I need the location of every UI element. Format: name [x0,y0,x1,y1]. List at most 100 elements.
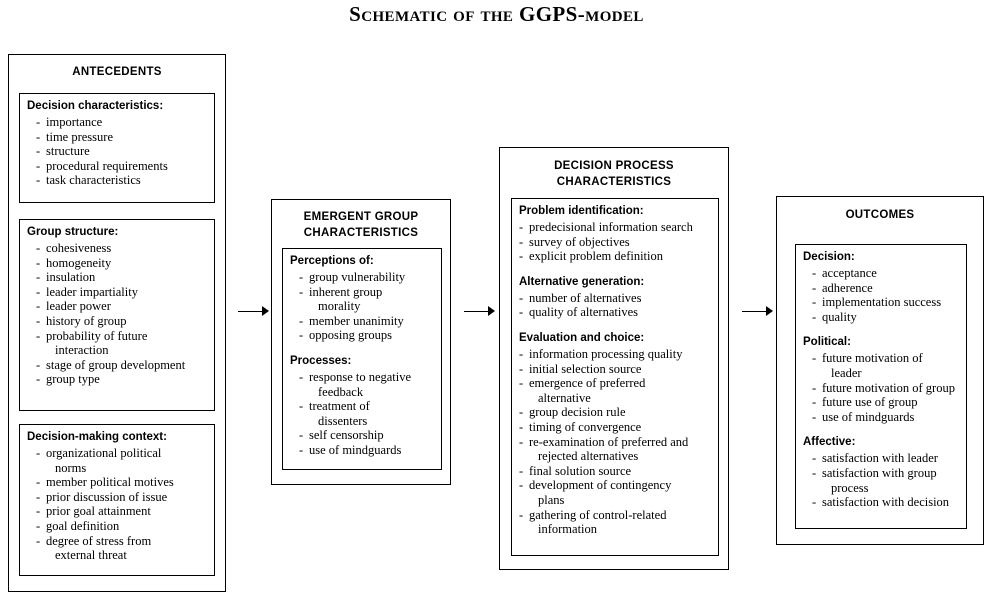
group-decision-characteristics: Decision characteristics: importancetime… [19,93,215,203]
arrow-process-to-outcomes [742,306,774,318]
list-item: member political motives [36,475,208,490]
list-item: implementation success [812,295,960,310]
list-item: explicit problem definition [519,249,712,264]
list-item: time pressure [36,130,208,145]
group-head-perceptions-of: Perceptions of: [290,255,374,267]
list-item: satisfaction with leader [812,451,960,466]
list-item: self censorship [299,428,435,443]
group-group-structure: Group structure: cohesivenesshomogeneity… [19,219,215,411]
list-political-outcomes: future motivation ofleaderfuture motivat… [803,351,960,424]
list-item: survey of objectives [519,235,712,250]
list-item: procedural requirements [36,159,208,174]
group-head-decision-characteristics: Decision characteristics: [27,100,164,112]
list-item: number of alternatives [519,291,712,306]
list-item: importance [36,115,208,130]
list-item: adherence [812,281,960,296]
list-item: future motivation of group [812,381,960,396]
list-item: history of group [36,314,208,329]
list-item-continuation: information [538,522,598,537]
list-decision-characteristics: importancetime pressurestructureprocedur… [27,115,208,188]
list-item: opposing groups [299,328,435,343]
list-item: structure [36,144,208,159]
list-item: group vulnerability [299,270,435,285]
list-item-continuation: alternative [538,390,591,405]
list-item: use of mindguards [812,410,960,425]
arrow-emergent-to-process [464,306,496,318]
list-item: insulation [36,270,208,285]
group-decision-making-context: Decision-making context: organizational … [19,424,215,576]
column-emergent-title: EMERGENT GROUP CHARACTERISTICS [303,211,419,239]
list-item: future use of group [812,395,960,410]
group-head-decision-making-context: Decision-making context: [27,431,167,443]
group-head-evaluation-and-choice: Evaluation and choice: [519,331,645,344]
list-item: homogeneity [36,256,208,271]
list-item: acceptance [812,266,960,281]
group-head-processes: Processes: [290,354,352,367]
group-perceptions-and-processes: Perceptions of: group vulnerabilityinher… [282,248,442,470]
list-item: re-examination of preferred andrejected … [519,435,712,464]
list-item: initial selection source [519,362,712,377]
column-decision-process-title: DECISION PROCESS CHARACTERISTICS [554,160,674,188]
list-evaluation-and-choice: information processing qualityinitial se… [519,347,712,537]
arrow-antecedents-to-emergent [238,306,270,318]
column-outcomes: OUTCOMES Decision: acceptanceadherenceim… [776,196,984,545]
list-item-continuation: dissenters [318,413,368,428]
list-perceptions-of: group vulnerabilityinherent groupmoralit… [290,270,435,343]
list-group-structure: cohesivenesshomogeneityinsulationleader … [27,241,208,387]
list-item: final solution source [519,464,712,479]
list-item-continuation: plans [538,492,565,507]
list-alternative-generation: number of alternativesquality of alterna… [519,291,712,320]
list-item: leader impartiality [36,285,208,300]
column-decision-process-characteristics: DECISION PROCESS CHARACTERISTICS Problem… [499,147,729,570]
list-item: predecisional information search [519,220,712,235]
list-decision-making-context: organizational politicalnormsmember poli… [27,446,208,563]
column-outcomes-title: OUTCOMES [845,209,915,221]
list-item: cohesiveness [36,241,208,256]
list-item-continuation: rejected alternatives [538,449,639,464]
list-item: stage of group development [36,358,208,373]
list-item-continuation: process [831,480,869,495]
list-item-continuation: external threat [55,548,127,563]
page-title: Schematic of the GGPS-model [349,2,644,26]
list-item-continuation: norms [55,460,87,475]
list-item: prior goal attainment [36,504,208,519]
list-item-continuation: interaction [55,343,109,358]
list-item-continuation: leader [831,365,862,380]
column-antecedents-title: ANTECEDENTS [72,66,162,78]
list-item: timing of convergence [519,420,712,435]
list-item: use of mindguards [299,443,435,458]
list-item: group type [36,372,208,387]
column-antecedents: ANTECEDENTS Decision characteristics: im… [8,54,226,592]
list-item: goal definition [36,519,208,534]
group-head-group-structure: Group structure: [27,226,119,238]
list-affective-outcomes: satisfaction with leadersatisfaction wit… [803,451,960,509]
list-item: prior discussion of issue [36,490,208,505]
column-emergent-group-characteristics: EMERGENT GROUP CHARACTERISTICS Perceptio… [271,199,451,485]
group-decision-process-details: Problem identification: predecisional in… [511,198,719,556]
list-item: task characteristics [36,173,208,188]
group-head-decision: Decision: [803,251,855,263]
list-item: quality [812,310,960,325]
list-item-continuation: feedback [318,384,364,399]
list-item: member unanimity [299,314,435,329]
group-head-alternative-generation: Alternative generation: [519,275,645,288]
list-item: leader power [36,299,208,314]
list-decision-outcomes: acceptanceadherenceimplementation succes… [803,266,960,324]
list-item: satisfaction with decision [812,495,960,510]
group-head-affective: Affective: [803,436,856,449]
list-processes: response to negativefeedbacktreatment of… [290,370,435,458]
list-problem-identification: predecisional information searchsurvey o… [519,220,712,264]
group-head-political: Political: [803,336,851,349]
group-outcomes-details: Decision: acceptanceadherenceimplementat… [795,244,967,529]
list-item: group decision rule [519,405,712,420]
